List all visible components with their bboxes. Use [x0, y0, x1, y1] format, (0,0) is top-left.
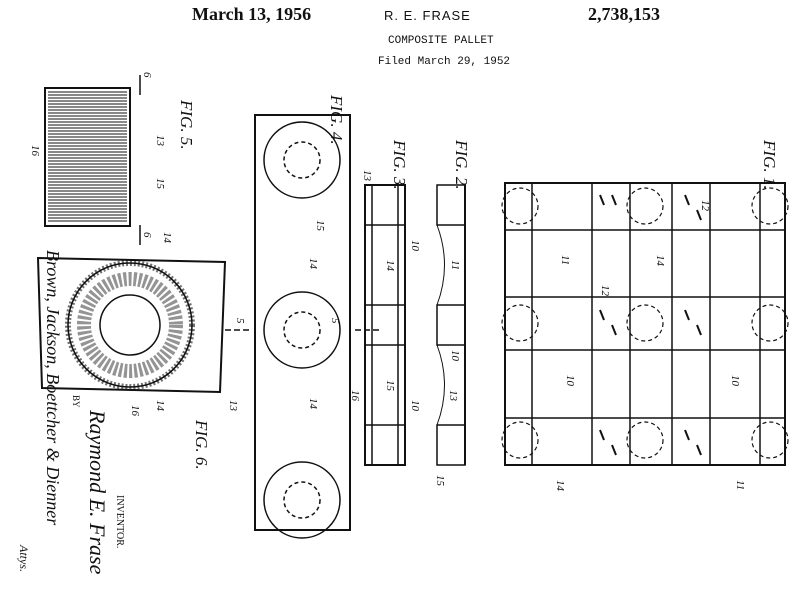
numeral-12: 12 [699, 200, 711, 211]
numeral-10e: 10 [409, 400, 421, 411]
numeral-14e: 14 [307, 398, 319, 409]
filed-date: Filed March 29, 1952 [378, 56, 511, 68]
numeral-12b: 12 [599, 285, 611, 296]
numeral-14c: 14 [384, 260, 396, 271]
numeral-10c: 10 [449, 350, 461, 361]
fig5-block-view [44, 75, 141, 245]
numeral-14d: 14 [307, 258, 319, 269]
numeral-14g: 14 [154, 400, 166, 411]
numeral-10b: 10 [729, 375, 741, 386]
numeral-11c: 11 [449, 260, 461, 271]
inventor-signature: Raymond E. Frase [85, 410, 110, 575]
numeral-16: 16 [349, 390, 361, 401]
by-label: BY [71, 395, 81, 408]
fig6-block-section [36, 256, 227, 394]
fig2-side-view [436, 184, 466, 466]
patent-title: COMPOSITE PALLET [388, 35, 494, 47]
numeral-14b: 14 [554, 480, 566, 491]
numeral-13b: 13 [361, 170, 373, 181]
numeral-10d: 10 [409, 240, 421, 251]
fig1-pallet-top-view [501, 182, 789, 466]
numeral-5b: 5 [329, 318, 341, 324]
numeral-14f: 14 [161, 232, 173, 243]
attorneys-signature: Brown, Jackson, Boettcher & Dienner [43, 250, 63, 526]
numeral-13c: 13 [154, 135, 166, 146]
numeral-11b: 11 [734, 480, 746, 491]
fig4-runner-view [225, 114, 380, 539]
fig3-section-view [364, 184, 406, 466]
fig4-label: FIG. 4. [327, 95, 346, 145]
numeral-15b: 15 [384, 380, 396, 391]
issue-date: March 13, 1956 [192, 4, 312, 24]
numeral-13: 13 [447, 390, 459, 401]
fig1-label: FIG. 1. [760, 140, 779, 190]
numeral-11: 11 [559, 255, 571, 266]
numeral-14: 14 [654, 255, 666, 266]
numeral-6a: 6 [141, 72, 153, 78]
numeral-16c: 16 [129, 405, 141, 416]
numeral-15c: 15 [314, 220, 326, 231]
patent-number: 2,738,153 [588, 4, 660, 24]
numeral-13d: 13 [227, 400, 239, 411]
numeral-10: 10 [564, 375, 576, 386]
numeral-16b: 16 [29, 145, 41, 156]
fig5-label: FIG. 5. [177, 100, 196, 150]
numeral-6b: 6 [141, 232, 153, 238]
numeral-5a: 5 [234, 318, 246, 324]
fig2-label: FIG. 2. [452, 140, 471, 190]
numeral-15: 15 [434, 475, 446, 486]
fig6-label: FIG. 6. [192, 420, 211, 470]
inventor-label: INVENTOR. [114, 495, 125, 549]
inventor-name-header: R. E. FRASE [384, 8, 471, 23]
fig3-label: FIG. 3. [390, 140, 409, 190]
attorneys-label: Attys. [17, 545, 31, 572]
numeral-15d: 15 [154, 178, 166, 189]
